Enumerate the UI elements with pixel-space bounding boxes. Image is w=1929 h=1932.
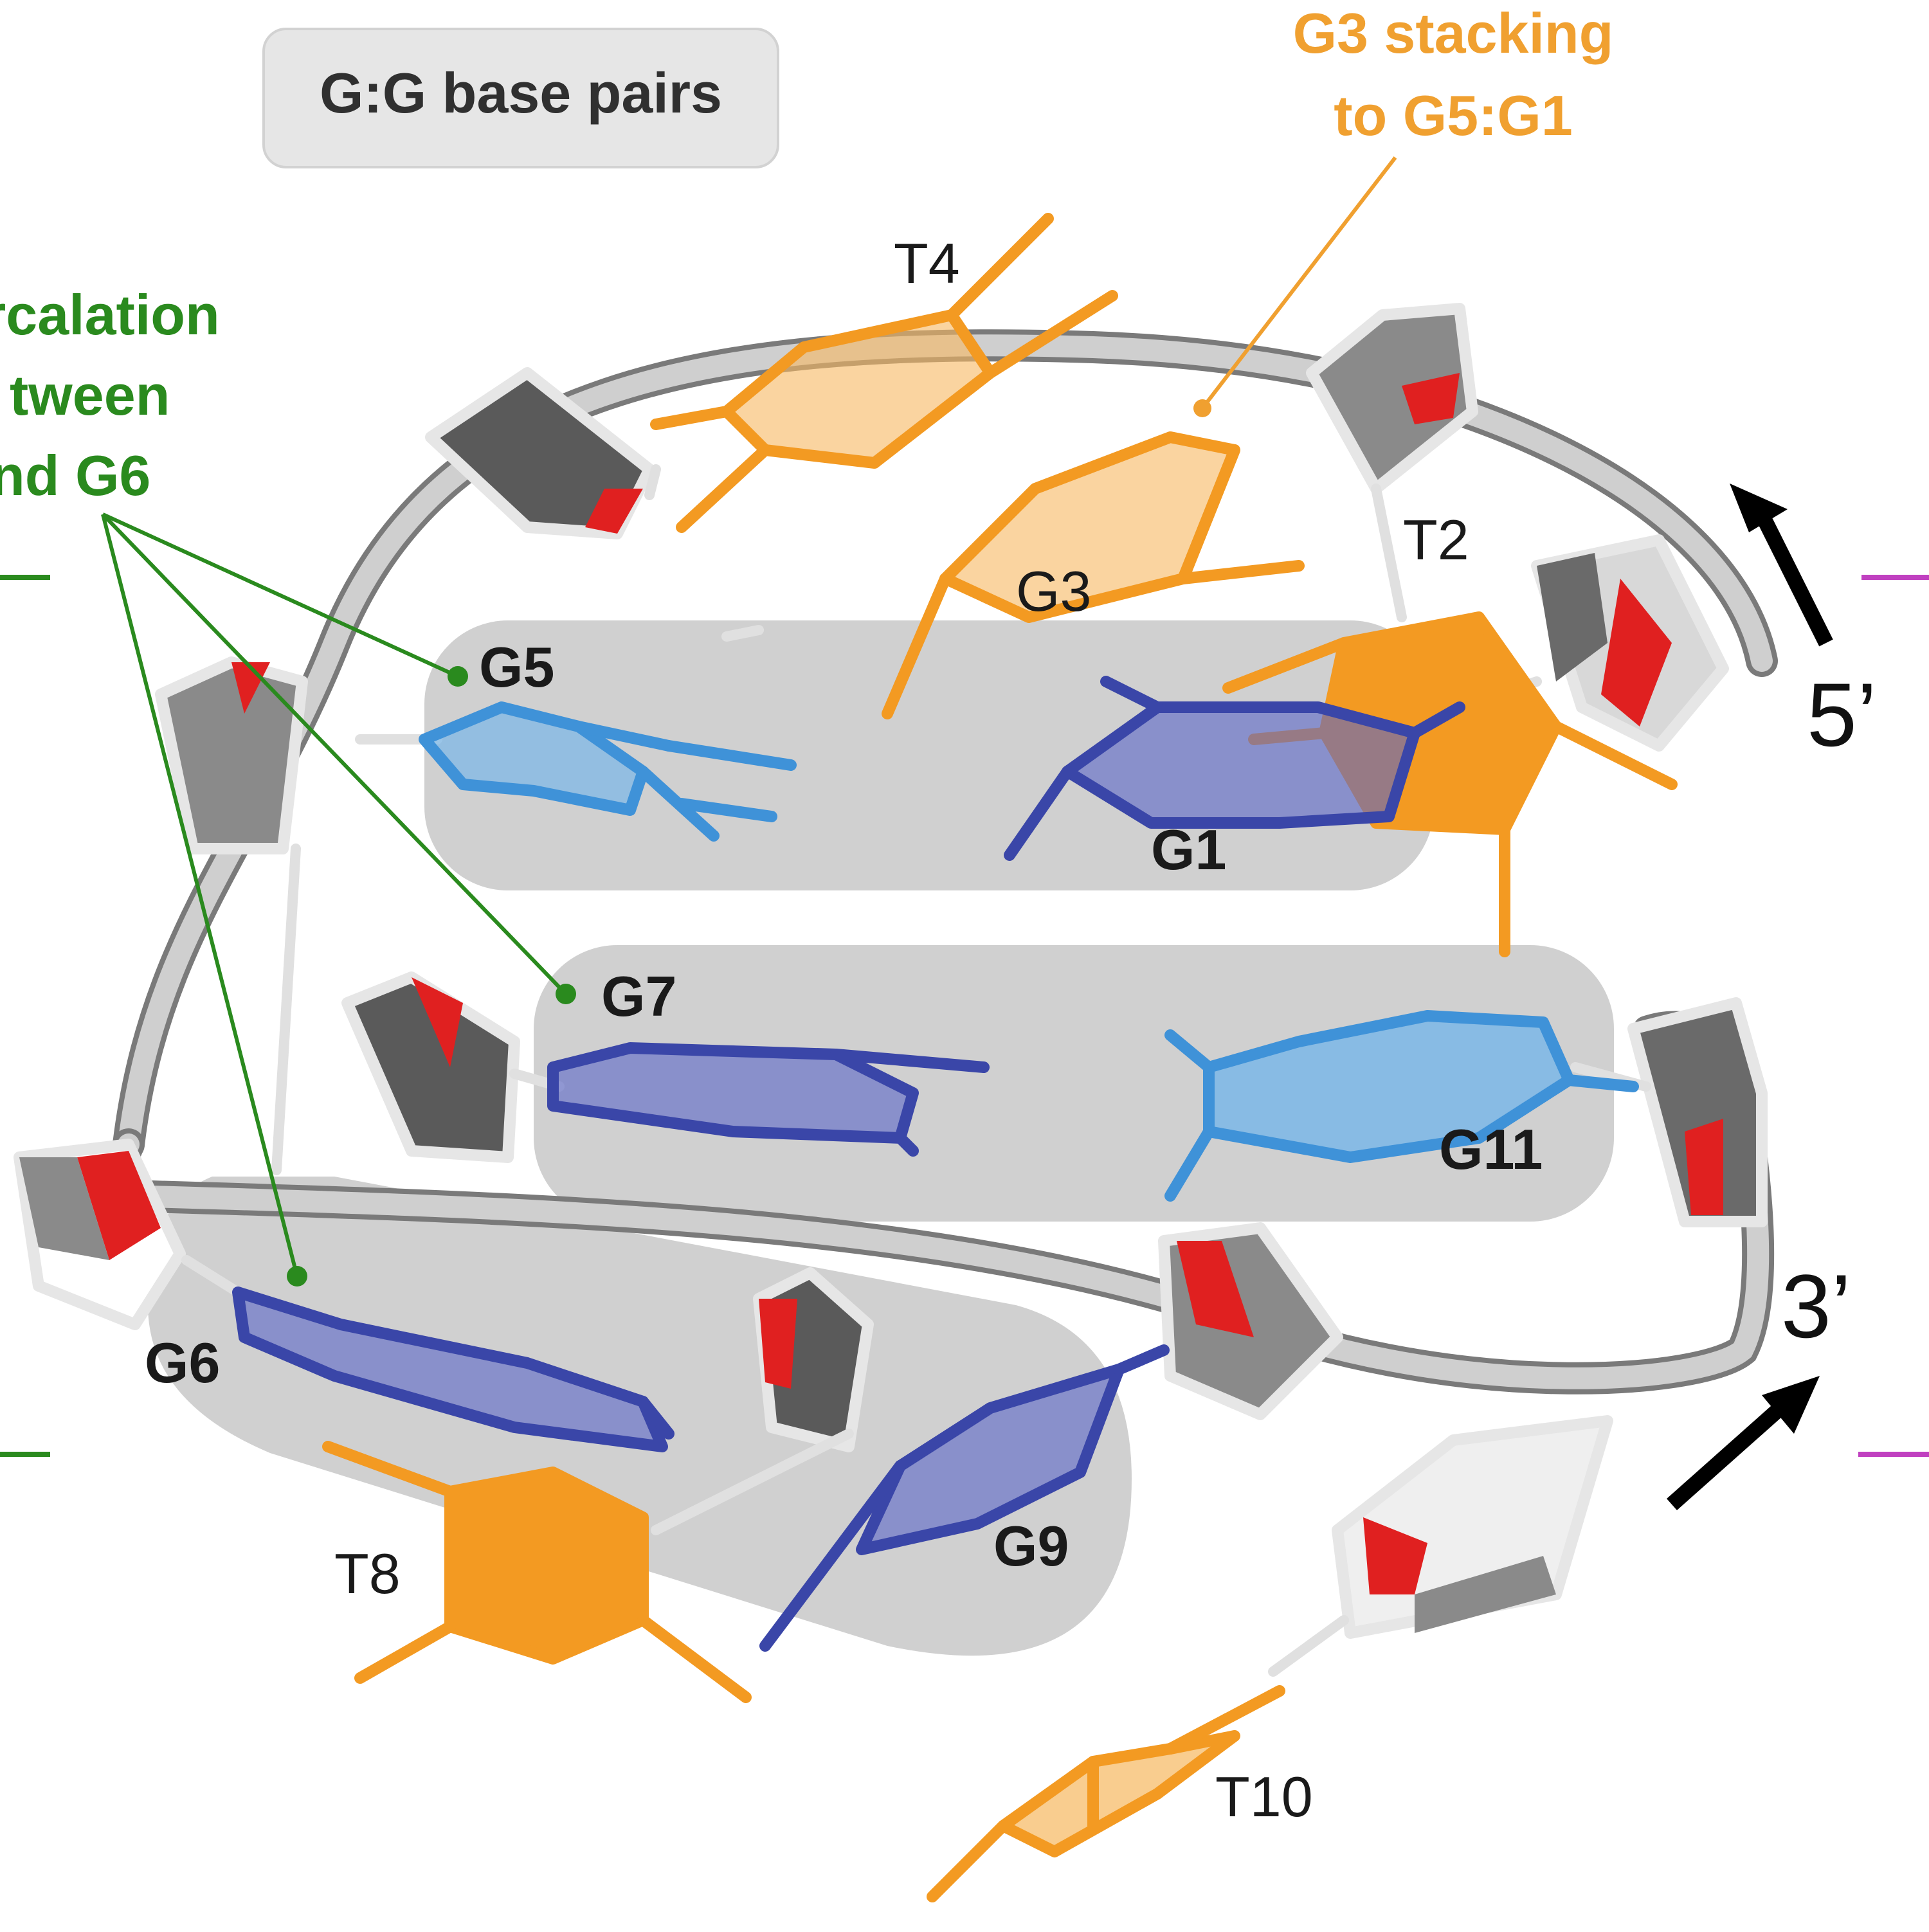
sugar-t8 bbox=[753, 1267, 874, 1452]
intercalation-annotation: rcalation tween nd G6 bbox=[0, 283, 576, 1286]
base-g9 bbox=[759, 1344, 1170, 1652]
leader-dot-g6 bbox=[287, 1266, 307, 1286]
sugar-t4 bbox=[425, 367, 655, 539]
sugar-t10 bbox=[1332, 1415, 1613, 1639]
base-g11 bbox=[1164, 1010, 1639, 1202]
label-g9: G9 bbox=[993, 1514, 1069, 1578]
base-t8 bbox=[322, 1441, 752, 1703]
residue-labels: T4 T2 G3 G5 G1 G7 G11 G6 G9 T8 T10 bbox=[145, 231, 1543, 1828]
label-g1: G1 bbox=[1151, 818, 1226, 881]
arrow-3prime-icon bbox=[1667, 1376, 1820, 1510]
base-g3 bbox=[882, 431, 1305, 719]
side-marks bbox=[0, 575, 1929, 1457]
sugar-g1 bbox=[1531, 534, 1729, 752]
sugar-g6 bbox=[14, 1139, 186, 1330]
base-t10 bbox=[927, 1685, 1285, 1902]
arrow-5prime-icon bbox=[1730, 483, 1833, 647]
label-3prime: 3’ bbox=[1781, 1256, 1851, 1357]
leader-dot-g7 bbox=[556, 984, 576, 1004]
label-t10: T10 bbox=[1215, 1765, 1313, 1828]
label-g6: G6 bbox=[145, 1331, 220, 1395]
label-t2: T2 bbox=[1403, 508, 1469, 572]
label-t8: T8 bbox=[334, 1542, 401, 1605]
base-g1 bbox=[1004, 676, 1465, 861]
label-t4: T4 bbox=[894, 231, 960, 295]
legend-gg-base-pairs: G:G base pairs bbox=[262, 28, 779, 168]
intercalation-leaders bbox=[101, 512, 568, 1277]
sugar-g9 bbox=[1158, 1222, 1343, 1420]
sugar-rings bbox=[14, 303, 1768, 1639]
stacking-line-1: G3 stacking bbox=[1293, 1, 1614, 65]
label-g3: G3 bbox=[1016, 559, 1091, 623]
label-5prime: 5’ bbox=[1807, 664, 1877, 765]
leader-dot-g5 bbox=[448, 666, 468, 687]
base-g7 bbox=[547, 1042, 990, 1157]
stacking-line-2: to G5:G1 bbox=[1334, 84, 1573, 147]
base-g6 bbox=[232, 1286, 675, 1452]
intercalation-line-2: tween bbox=[10, 363, 170, 427]
base-t4 bbox=[650, 213, 1118, 533]
base-g5 bbox=[419, 701, 797, 842]
sugar-g5 bbox=[155, 656, 308, 854]
legend-label: G:G base pairs bbox=[320, 61, 722, 125]
label-g5: G5 bbox=[479, 635, 554, 699]
label-g11: G11 bbox=[1439, 1117, 1543, 1181]
guanine-bases bbox=[232, 676, 1639, 1652]
stacking-leader-dot bbox=[1193, 399, 1211, 417]
legend-box bbox=[262, 28, 779, 168]
termini: 5’ 3’ bbox=[1667, 483, 1877, 1510]
label-g7: G7 bbox=[601, 964, 676, 1028]
sugar-t2 bbox=[1306, 303, 1478, 494]
stacking-annotation: G3 stacking to G5:G1 bbox=[1193, 1, 1613, 417]
sugar-g11 bbox=[1627, 997, 1768, 1227]
intercalation-line-1: rcalation bbox=[0, 283, 220, 347]
stacking-leader bbox=[1200, 156, 1397, 410]
intercalation-line-3: nd G6 bbox=[0, 444, 150, 507]
sugar-g7 bbox=[341, 971, 520, 1163]
